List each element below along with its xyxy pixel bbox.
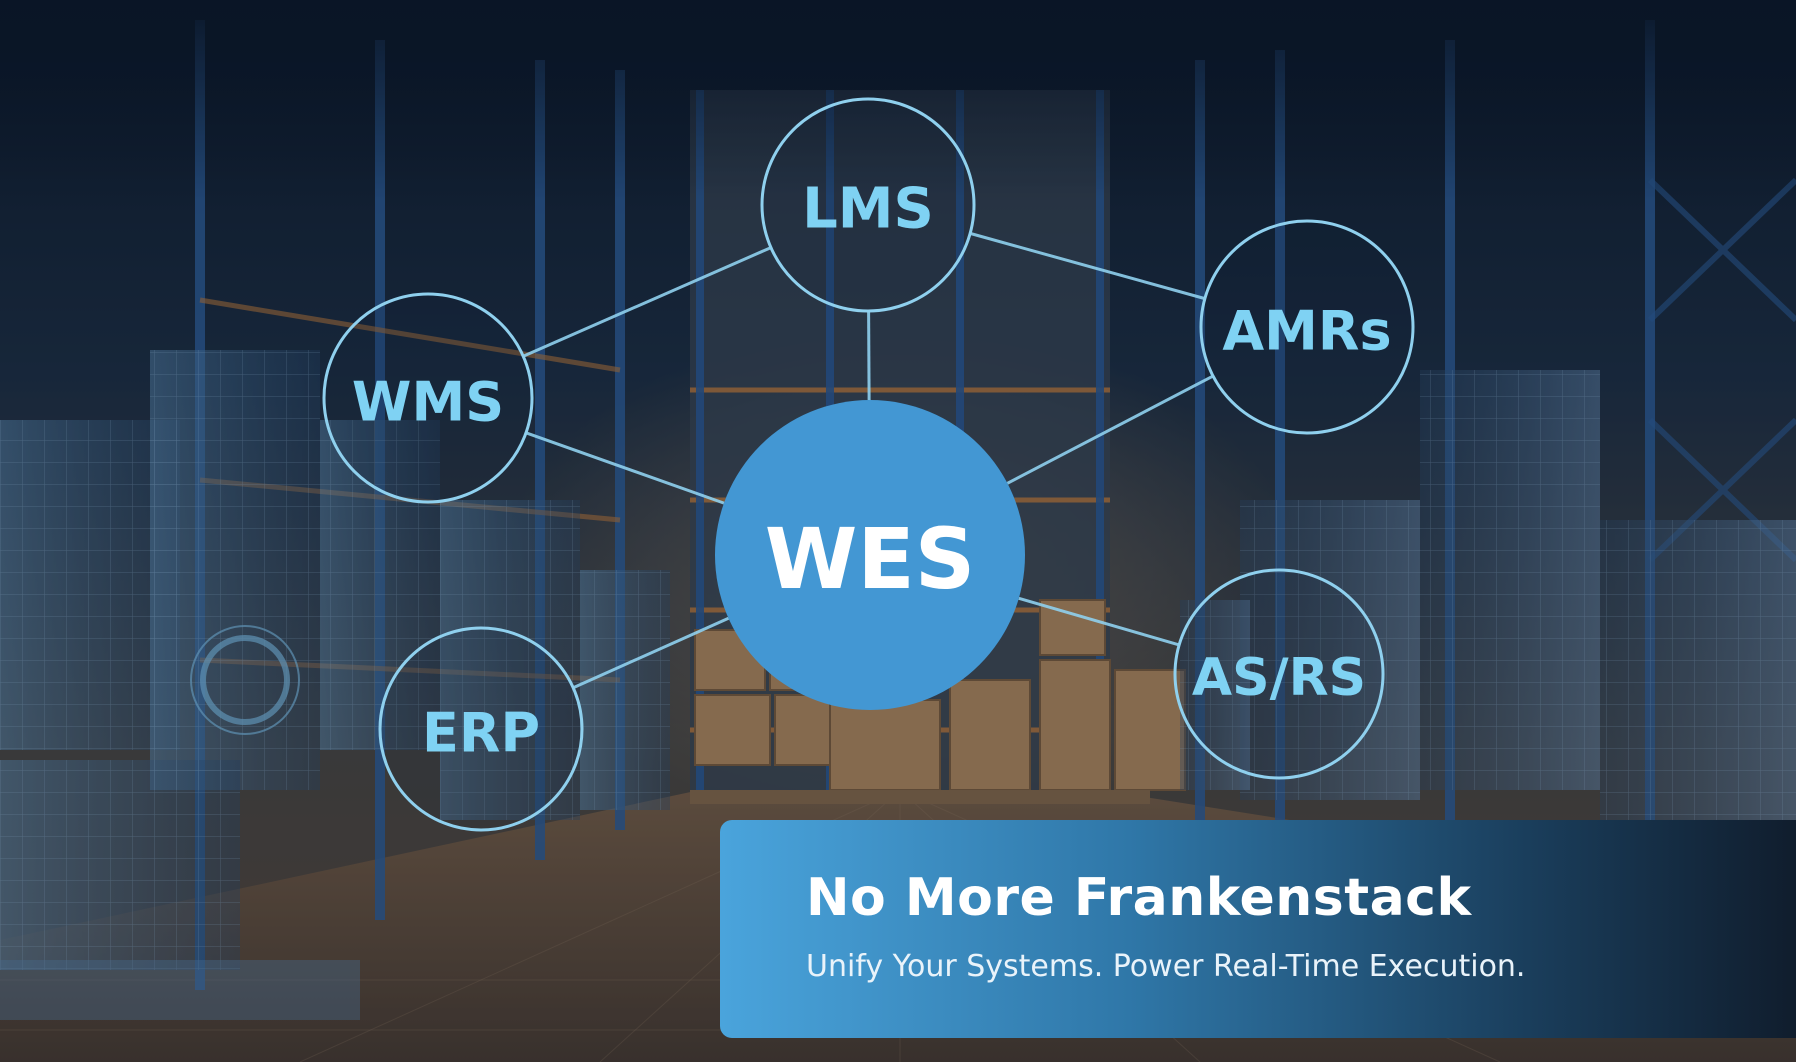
node-wes-label: WES [765,510,976,608]
node-asrs-circle [1173,568,1385,780]
node-erp-label: ERP [422,702,540,765]
caption-title: No More Frankenstack [806,868,1472,928]
node-amrs-label: AMRs [1222,300,1391,363]
edge-wms-wes [525,431,725,505]
node-asrs-label: AS/RS [1192,648,1366,708]
node-amrs: AMRs [1199,219,1415,435]
edge-erp-wes [572,616,730,690]
node-asrs: AS/RS [1173,568,1385,780]
edge-lms-wms [522,246,772,358]
edge-amrs-wes [1006,374,1214,485]
caption-subtitle: Unify Your Systems. Power Real-Time Exec… [806,949,1526,985]
node-wms-circle [322,292,534,504]
edge-lms-amrs [969,231,1206,301]
caption-panel: No More Frankenstack Unify Your Systems.… [720,820,1796,1038]
node-lms-label: LMS [802,177,934,242]
node-wes-circle [715,400,1025,710]
node-amrs-circle [1199,219,1415,435]
node-wes-center: WES [715,400,1025,710]
edge-asrs-wes [1018,596,1180,647]
node-wms: WMS [322,292,534,504]
node-lms-circle [760,97,976,313]
node-wms-label: WMS [352,371,504,434]
node-erp-circle [378,626,584,832]
edge-lms-wes [867,310,871,401]
node-erp: ERP [378,626,584,832]
node-lms: LMS [760,97,976,313]
